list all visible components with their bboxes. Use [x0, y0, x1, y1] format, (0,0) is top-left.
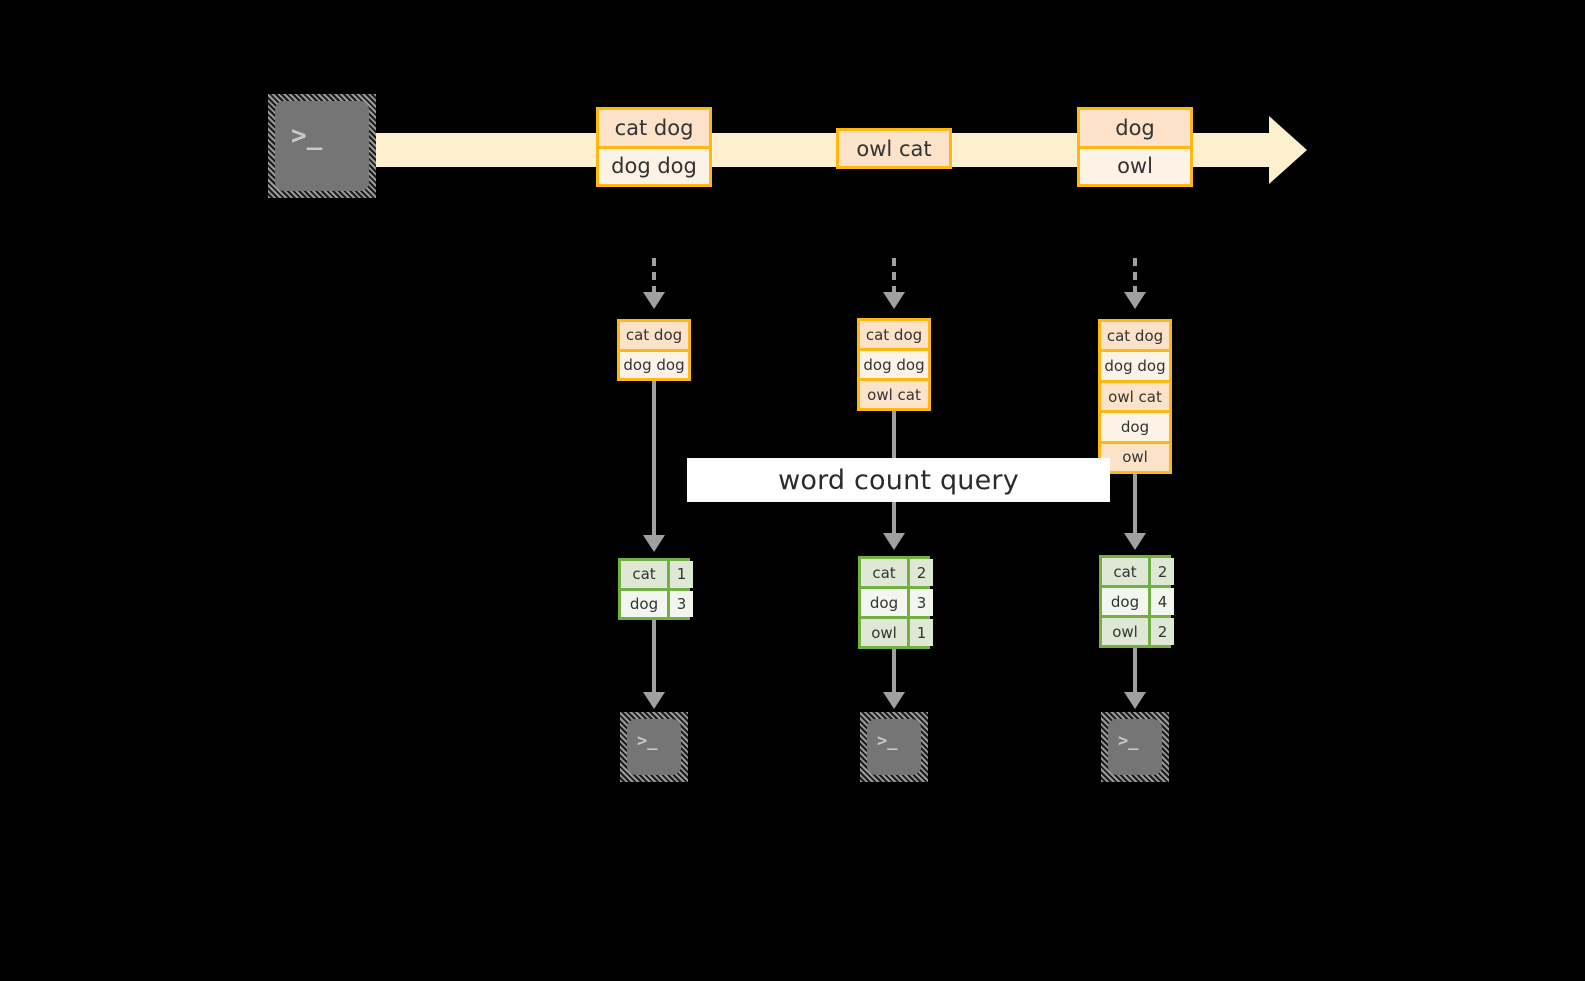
query-banner-label: word count query [778, 464, 1019, 496]
trigger-3-result-table[interactable]: cat 2 dog 4 owl 2 [1099, 555, 1174, 648]
input-row: cat dog [860, 321, 928, 348]
trigger-2-dashed-line [892, 258, 896, 294]
result-word: cat [861, 559, 907, 586]
trigger-2-result-table[interactable]: cat 2 dog 3 owl 1 [858, 556, 933, 649]
result-word: owl [861, 619, 907, 646]
sink-terminal-body: >_ [1108, 719, 1162, 775]
trigger-3-sink-arrowhead [1124, 692, 1146, 709]
result-word: owl [1102, 618, 1148, 645]
trigger-2-sink-terminal-icon[interactable]: >_ [860, 712, 928, 782]
stream-message-line: owl [1080, 145, 1190, 184]
stream-message-line: cat dog [599, 110, 709, 146]
trigger-2-dashed-arrowhead [883, 292, 905, 309]
result-count: 3 [667, 590, 693, 617]
table-row: dog 4 [1102, 585, 1174, 615]
result-count: 1 [667, 561, 693, 588]
trigger-1-input-table[interactable]: cat dog dog dog [617, 319, 691, 381]
result-word: dog [621, 590, 667, 617]
trigger-2-query-arrowhead [883, 533, 905, 550]
input-row: cat dog [1101, 322, 1169, 350]
table-row: owl 1 [861, 616, 933, 646]
trigger-1-sink-line [652, 620, 656, 698]
stream-message-batch-1[interactable]: cat dog dog dog [596, 107, 712, 187]
table-row: dog 3 [621, 587, 693, 617]
result-word: cat [621, 561, 667, 588]
query-banner: word count query [687, 458, 1110, 502]
result-word: dog [861, 589, 907, 616]
trigger-3-dashed-arrowhead [1124, 292, 1146, 309]
input-row: owl cat [1101, 379, 1169, 411]
trigger-1-sink-arrowhead [643, 692, 665, 709]
table-row: cat 1 [621, 561, 693, 588]
result-count: 4 [1148, 588, 1174, 615]
trigger-2-input-table[interactable]: cat dog dog dog owl cat [857, 318, 931, 411]
terminal-prompt-glyph: >_ [877, 731, 898, 751]
table-row: owl 2 [1102, 615, 1174, 645]
trigger-1-sink-terminal-icon[interactable]: >_ [620, 712, 688, 782]
input-row: dog dog [860, 348, 928, 378]
table-row: cat 2 [861, 559, 933, 586]
trigger-1-dashed-line [652, 258, 656, 294]
trigger-1-dashed-arrowhead [643, 292, 665, 309]
input-row: owl [1101, 440, 1169, 472]
result-count: 2 [907, 559, 933, 586]
result-count: 2 [1148, 618, 1174, 645]
terminal-prompt-glyph: >_ [1118, 731, 1139, 751]
trigger-3-input-table[interactable]: cat dog dog dog owl cat dog owl [1098, 319, 1172, 474]
input-row: cat dog [620, 322, 688, 349]
stream-message-line: owl cat [839, 131, 949, 166]
trigger-2-sink-line [892, 649, 896, 698]
result-word: cat [1102, 558, 1148, 585]
input-row: dog [1101, 410, 1169, 441]
result-count: 3 [907, 589, 933, 616]
trigger-3-dashed-line [1133, 258, 1137, 294]
source-terminal-icon[interactable]: >_ [268, 94, 376, 198]
input-row: owl cat [860, 378, 928, 408]
sink-terminal-body: >_ [627, 719, 681, 775]
result-count: 1 [907, 619, 933, 646]
result-count: 2 [1148, 558, 1174, 585]
stream-message-batch-3[interactable]: dog owl [1077, 107, 1193, 187]
stream-message-line: dog [1080, 110, 1190, 146]
terminal-prompt-glyph: >_ [637, 731, 658, 751]
input-row: dog dog [620, 348, 688, 378]
trigger-2-sink-arrowhead [883, 692, 905, 709]
result-word: dog [1102, 588, 1148, 615]
trigger-1-result-table[interactable]: cat 1 dog 3 [618, 558, 693, 620]
stream-message-batch-2[interactable]: owl cat [836, 128, 952, 169]
trigger-3-query-arrowhead [1124, 533, 1146, 550]
input-row: dog dog [1101, 349, 1169, 380]
table-row: dog 3 [861, 586, 933, 616]
trigger-1-query-arrowhead [643, 535, 665, 552]
source-terminal-body: >_ [275, 101, 369, 191]
trigger-3-sink-line [1133, 648, 1137, 698]
table-row: cat 2 [1102, 558, 1174, 585]
terminal-prompt-glyph: >_ [291, 121, 323, 151]
stream-message-line: dog dog [599, 145, 709, 184]
sink-terminal-body: >_ [867, 719, 921, 775]
trigger-3-sink-terminal-icon[interactable]: >_ [1101, 712, 1169, 782]
trigger-1-query-line [652, 381, 656, 544]
stream-band-arrowhead [1269, 116, 1307, 184]
trigger-3-query-line [1133, 474, 1137, 542]
